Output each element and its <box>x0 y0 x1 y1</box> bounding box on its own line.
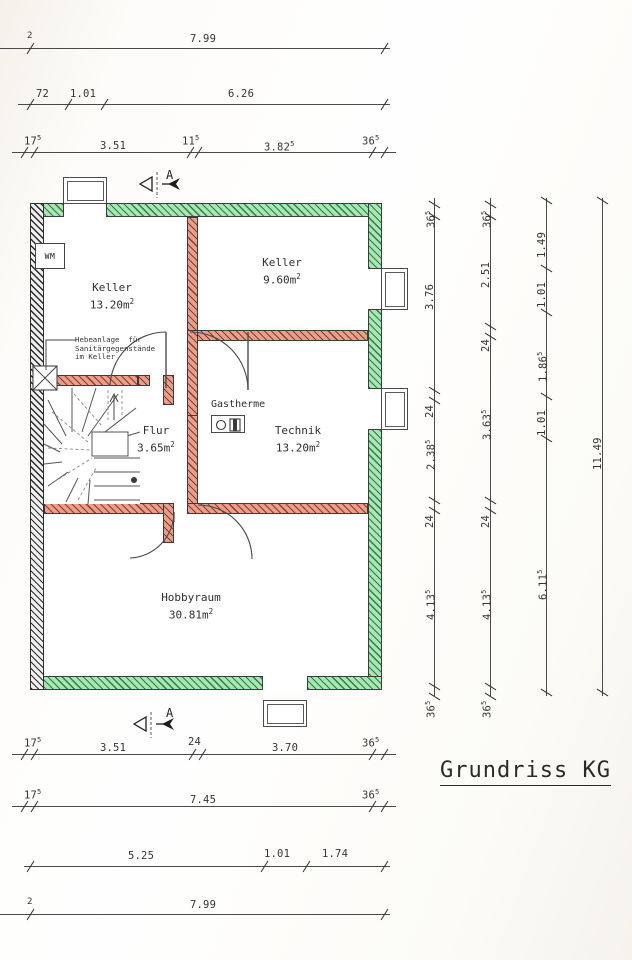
exterior-wall-right-a <box>368 203 382 269</box>
dimension-line-bottom-3 <box>24 866 390 867</box>
dim-label-top2-c: 6.26 <box>228 88 255 100</box>
dim-label-r3-a: 1.49 <box>536 231 548 258</box>
dim-label-b4-left: 2 <box>27 897 33 907</box>
dim-label-top3-a: 175 <box>24 134 42 148</box>
section-letter-top: A <box>166 168 174 182</box>
dim-label-top2-b: 1.01 <box>70 88 97 100</box>
dim-label-b3-b: 1.01 <box>264 848 291 860</box>
window-symbol-bottom <box>263 700 307 727</box>
drawing-title: Grundriss KG <box>440 758 611 786</box>
dim-label-b1-c: 24 <box>188 736 202 748</box>
dim-label-r4-total: 11.49 <box>592 437 604 470</box>
room-label-keller-960: Keller 9.60m2 <box>262 256 302 287</box>
door-swing-keller960 <box>189 331 249 391</box>
dim-label-r3-d: 1.01 <box>536 409 548 436</box>
dim-label-r3-e: 6.115 <box>536 569 550 600</box>
section-marker-top <box>138 172 186 198</box>
dim-label-r1-d: 2.385 <box>424 439 438 470</box>
dim-label-b2-c: 365 <box>362 788 380 802</box>
dim-label-r2-f: 4.135 <box>480 589 494 620</box>
interior-wall-flur-jog <box>163 503 174 543</box>
dim-label-r1-a: 365 <box>424 210 438 228</box>
dim-label-b3-c: 1.74 <box>322 848 349 860</box>
dim-label-r1-e: 24 <box>424 514 436 528</box>
exterior-wall-right-b <box>368 309 382 389</box>
gastherme-symbol <box>211 415 245 433</box>
dim-label-top2-a: 72 <box>36 88 50 100</box>
dim-label-r2-a: 365 <box>480 210 494 228</box>
dim-label-r1-b: 3.76 <box>424 283 436 310</box>
exterior-wall-left <box>30 203 44 690</box>
dim-label-top3-e: 365 <box>362 134 380 148</box>
hebeanlage-symbol <box>32 365 58 391</box>
dimension-line-top-2 <box>18 104 390 105</box>
section-marker-bottom <box>132 712 180 738</box>
dim-label-top1-span: 7.99 <box>190 33 217 45</box>
room-label-keller-1320: Keller 13.20m2 <box>89 281 135 312</box>
dim-label-b1-d: 3.70 <box>272 742 299 754</box>
door-swing-technik <box>197 504 253 560</box>
window-opening-top <box>64 204 106 216</box>
dim-label-b3-a: 5.25 <box>128 850 155 862</box>
dim-label-r2-c: 24 <box>480 338 492 352</box>
dimension-line-bottom-4 <box>0 914 390 915</box>
window-symbol-right-lower <box>381 388 408 430</box>
dim-label-r1-f: 4.135 <box>424 589 438 620</box>
exterior-wall-top-right <box>106 203 382 217</box>
interior-wall-flur-jog-top <box>163 375 174 405</box>
interior-wall-vertical-upper <box>187 217 198 338</box>
dim-label-r1-g: 365 <box>424 700 438 718</box>
door-swing-keller1320 <box>109 331 167 389</box>
interior-wall-hobby-top-right <box>187 503 368 514</box>
exterior-wall-bottom-right <box>307 676 382 690</box>
dim-label-r2-d: 3.635 <box>480 409 494 440</box>
staircase <box>43 386 141 505</box>
dimension-line-right-4 <box>602 198 603 696</box>
interior-wall-stub-left <box>138 375 150 386</box>
exterior-wall-bottom-left <box>30 676 263 690</box>
dim-label-b1-a: 175 <box>24 736 42 750</box>
room-label-flur: Flur 3.65m2 <box>137 424 175 455</box>
dim-label-top3-d: 3.825 <box>264 140 295 154</box>
dimension-line-bottom-1 <box>12 754 396 755</box>
dim-label-r1-c: 24 <box>424 404 436 418</box>
note-leader-line <box>45 339 76 370</box>
section-letter-bottom: A <box>166 706 174 720</box>
dim-label-top3-b: 3.51 <box>100 140 127 152</box>
dim-label-b1-e: 365 <box>362 736 380 750</box>
dimension-line-right-2 <box>490 198 491 696</box>
dim-label-r2-b: 2.51 <box>480 261 492 288</box>
window-symbol-top <box>63 177 107 204</box>
dimension-line-right-3 <box>546 198 547 696</box>
note-hebeanlage: Hebeanlage für Sanitärgegenstände im Kel… <box>75 335 156 362</box>
dimension-line-top-1 <box>0 48 390 49</box>
gastherme-label: Gastherme <box>211 399 266 410</box>
dim-label-r3-c: 1.865 <box>536 351 550 382</box>
door-swing-hobbyraum <box>129 511 175 559</box>
dimension-line-right-1 <box>434 198 435 696</box>
room-label-technik: Technik 13.20m2 <box>274 424 322 455</box>
room-label-hobbyraum: Hobbyraum 30.81m2 <box>161 591 221 622</box>
dimension-line-bottom-2 <box>12 806 396 807</box>
dimension-line-top-3 <box>12 152 396 153</box>
window-symbol-right-upper <box>381 268 408 310</box>
dim-label-b4-span: 7.99 <box>190 899 217 911</box>
dim-label-r2-e: 24 <box>480 514 492 528</box>
dim-label-r3-b: 1.01 <box>536 281 548 308</box>
dim-label-top3-c: 115 <box>182 134 200 148</box>
exterior-wall-right-c <box>368 429 382 690</box>
washing-machine-symbol: WM <box>35 243 65 269</box>
dim-label-b1-b: 3.51 <box>100 742 127 754</box>
dim-label-b2-a: 175 <box>24 788 42 802</box>
dim-label-b2-b: 7.45 <box>190 794 217 806</box>
dim-label-r2-g: 365 <box>480 700 494 718</box>
dim-label-top1-left: 2 <box>27 31 33 41</box>
